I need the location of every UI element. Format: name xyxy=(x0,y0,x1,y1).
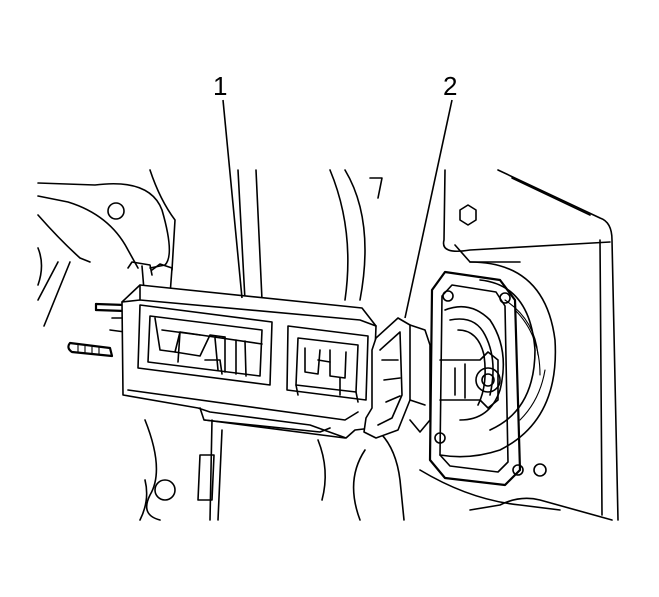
leader-line-2 xyxy=(404,99,453,319)
leader-lines xyxy=(222,99,453,319)
boot-assembly xyxy=(428,261,557,487)
left-bracket-structure xyxy=(37,169,176,327)
callout-2: 2 xyxy=(443,71,457,101)
switch-retainer xyxy=(363,317,431,439)
callout-1: 1 xyxy=(213,71,227,101)
pedal-arm xyxy=(139,169,383,521)
stoplamp-switch xyxy=(67,261,377,439)
leader-line-1 xyxy=(222,99,243,299)
